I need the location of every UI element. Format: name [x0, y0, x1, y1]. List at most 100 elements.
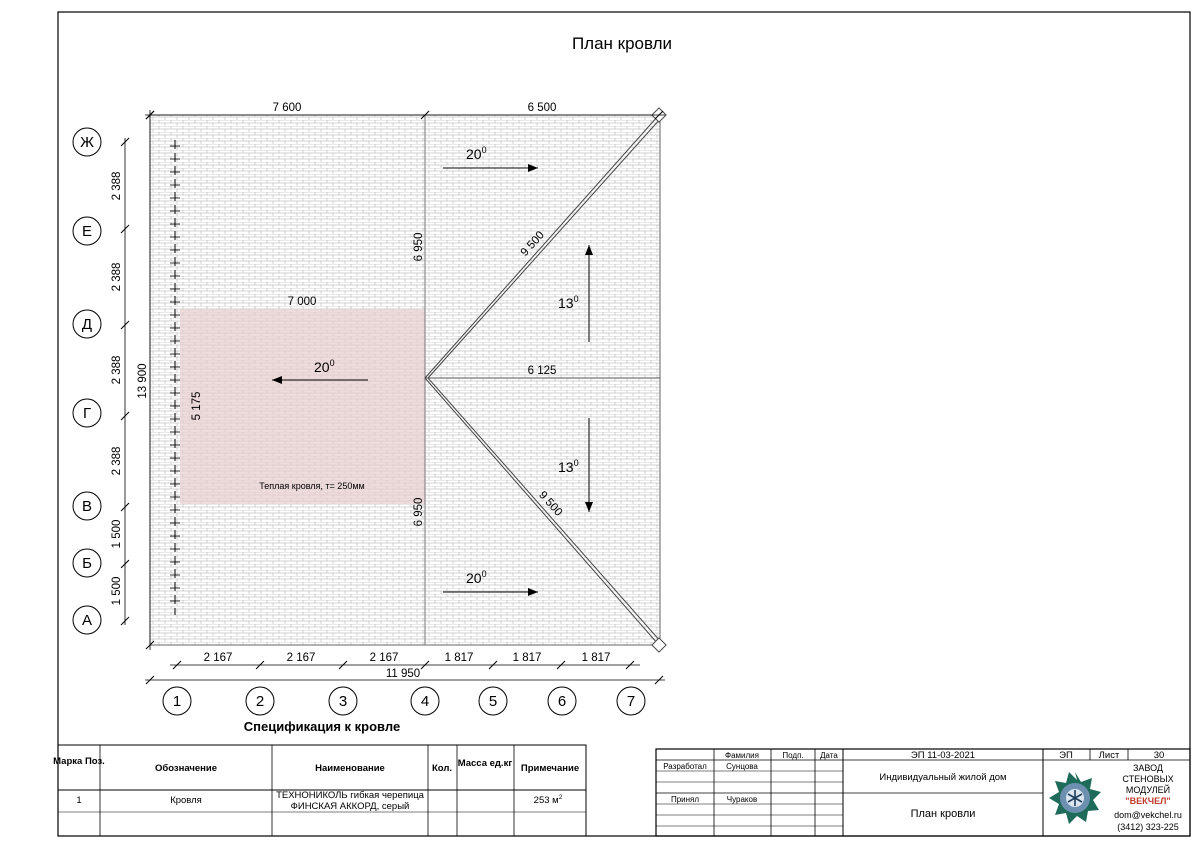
company-logo-icon [1049, 772, 1101, 824]
axis-marker-row: Г [72, 398, 102, 428]
axis-marker-col: 3 [328, 686, 358, 716]
stamp-role: Принял [671, 795, 699, 804]
dim-left: 2 388 [111, 172, 123, 201]
axis-label: 6 [558, 693, 566, 710]
slope-label: 200 [466, 145, 487, 162]
dim-warm-width: 7 000 [288, 296, 317, 308]
stamp-role: Разработал [663, 762, 707, 771]
dim-line-bottom: 2 167 2 167 2 167 1 817 1 817 1 817 11 9… [145, 652, 665, 685]
stamp-sheet-label: Лист [1099, 750, 1120, 761]
spec-header: Масса ед.кг [458, 758, 513, 769]
slope-label: 200 [466, 569, 487, 586]
slope-label: 130 [558, 294, 579, 311]
spec-cell: ТЕХНОНИКОЛЬ гибкая черепица [276, 790, 425, 801]
dim-vertical-bottom: 6 950 [413, 498, 425, 527]
company-brand: "ВЕКЧЕЛ" [1125, 796, 1170, 806]
dim-total-width: 11 950 [386, 668, 420, 680]
company-name: ЗАВОД [1133, 763, 1163, 773]
axis-marker-col: 1 [162, 686, 192, 716]
stamp-name: Сунцова [726, 762, 758, 771]
hip-top-edge [427, 117, 662, 379]
company-name: МОДУЛЕЙ [1126, 784, 1170, 795]
axis-marker-col: 2 [245, 686, 275, 716]
axis-marker-row: Е [72, 216, 102, 246]
warm-roof-label: Теплая кровля, т= 250мм [259, 481, 364, 491]
axis-marker-row: Б [72, 548, 102, 578]
dim-top-right: 6 500 [528, 102, 557, 114]
snow-guard-ticks [170, 145, 180, 602]
stamp-name: Чураков [727, 795, 757, 804]
dim-left: 2 388 [111, 356, 123, 385]
axis-marker-row: В [72, 491, 102, 521]
spec-header: Кол. [432, 763, 452, 774]
dim-warm-height: 5 175 [191, 392, 203, 421]
dim-bottom: 2 167 [204, 652, 233, 664]
dim-left: 2 388 [111, 263, 123, 292]
axis-marker-col: 4 [410, 686, 440, 716]
column-axes: 1 2 3 4 5 6 7 [162, 686, 646, 716]
slope-label: 130 [558, 458, 579, 475]
axis-label: А [82, 612, 92, 629]
dim-vertical-top: 6 950 [413, 233, 425, 262]
company-phone: (3412) 323-225 [1117, 822, 1179, 832]
spec-cell: 1 [76, 795, 81, 806]
dim-total-height: 13 900 [137, 363, 149, 398]
spec-cell: 253 м2 [534, 794, 563, 806]
warm-roof-zone [180, 309, 425, 504]
spec-header-mark: Марка Поз. [53, 756, 105, 767]
stamp-code: ЭП 11-03-2021 [911, 750, 975, 761]
dim-bottom: 1 817 [582, 652, 611, 664]
stamp-project: Индивидуальный жилой дом [879, 772, 1006, 783]
stamp-header: Дата [820, 751, 838, 760]
dim-left: 1 500 [111, 520, 123, 549]
dim-bottom: 1 817 [445, 652, 474, 664]
hip-top [424, 115, 659, 379]
drawing-title: План кровли [572, 34, 672, 53]
spec-table: Марка Поз. Обозначение Наименование Кол.… [53, 744, 587, 837]
company-email: dom@vekchel.ru [1114, 810, 1182, 820]
stamp-sheet-number: 30 [1154, 750, 1165, 761]
spec-row: 1 Кровля ТЕХНОНИКОЛЬ гибкая черепица ФИН… [76, 790, 562, 812]
spec-cell: Кровля [170, 795, 202, 806]
axis-marker-col: 5 [478, 686, 508, 716]
axis-label: 5 [489, 693, 497, 710]
dim-left: 2 388 [111, 447, 123, 476]
spec-header: Наименование [315, 763, 385, 774]
dim-line-left: 2 388 2 388 2 388 2 388 1 500 1 500 13 9… [111, 110, 155, 650]
axis-label: 1 [173, 693, 181, 710]
axis-label: Е [82, 223, 92, 240]
axis-marker-col: 7 [616, 686, 646, 716]
dim-bottom: 1 817 [513, 652, 542, 664]
axis-label: 4 [421, 693, 429, 710]
axis-label: 7 [627, 693, 635, 710]
dim-bottom: 2 167 [287, 652, 316, 664]
stamp-header: Подп. [782, 751, 803, 760]
axis-label: Д [82, 316, 92, 333]
stamp-header: Фамилия [725, 751, 759, 760]
axis-marker-col: 6 [547, 686, 577, 716]
axis-label: 2 [256, 693, 264, 710]
row-axes: Ж Е Д Г В Б А [72, 127, 102, 635]
slope-label: 200 [314, 358, 335, 375]
spec-header: Обозначение [155, 763, 217, 774]
dim-bottom: 2 167 [370, 652, 399, 664]
stamp-stage: ЭП [1059, 750, 1073, 761]
axis-label: Ж [80, 134, 94, 151]
corner-marker [651, 637, 667, 653]
axis-label: Г [83, 405, 91, 422]
title-block: Фамилия Подп. Дата ЭП 11-03-2021 ЭП Лист… [655, 748, 1191, 837]
axis-marker-row: А [72, 605, 102, 635]
dim-ridge: 6 125 [528, 365, 557, 377]
dim-left: 1 500 [111, 577, 123, 606]
sheet-frame [57, 11, 1191, 837]
spec-title: Спецификация к кровле [244, 719, 400, 734]
axis-marker-row: Д [72, 309, 102, 339]
stamp-drawing-name: План кровли [911, 808, 976, 820]
company-name: СТЕНОВЫХ [1122, 774, 1173, 784]
axis-label: В [82, 498, 92, 515]
spec-cell: ФИНСКАЯ АККОРД, серый [291, 801, 410, 812]
hip-bottom-edge [427, 377, 662, 643]
axis-marker-row: Ж [72, 127, 102, 157]
hip-bottom [424, 377, 659, 645]
